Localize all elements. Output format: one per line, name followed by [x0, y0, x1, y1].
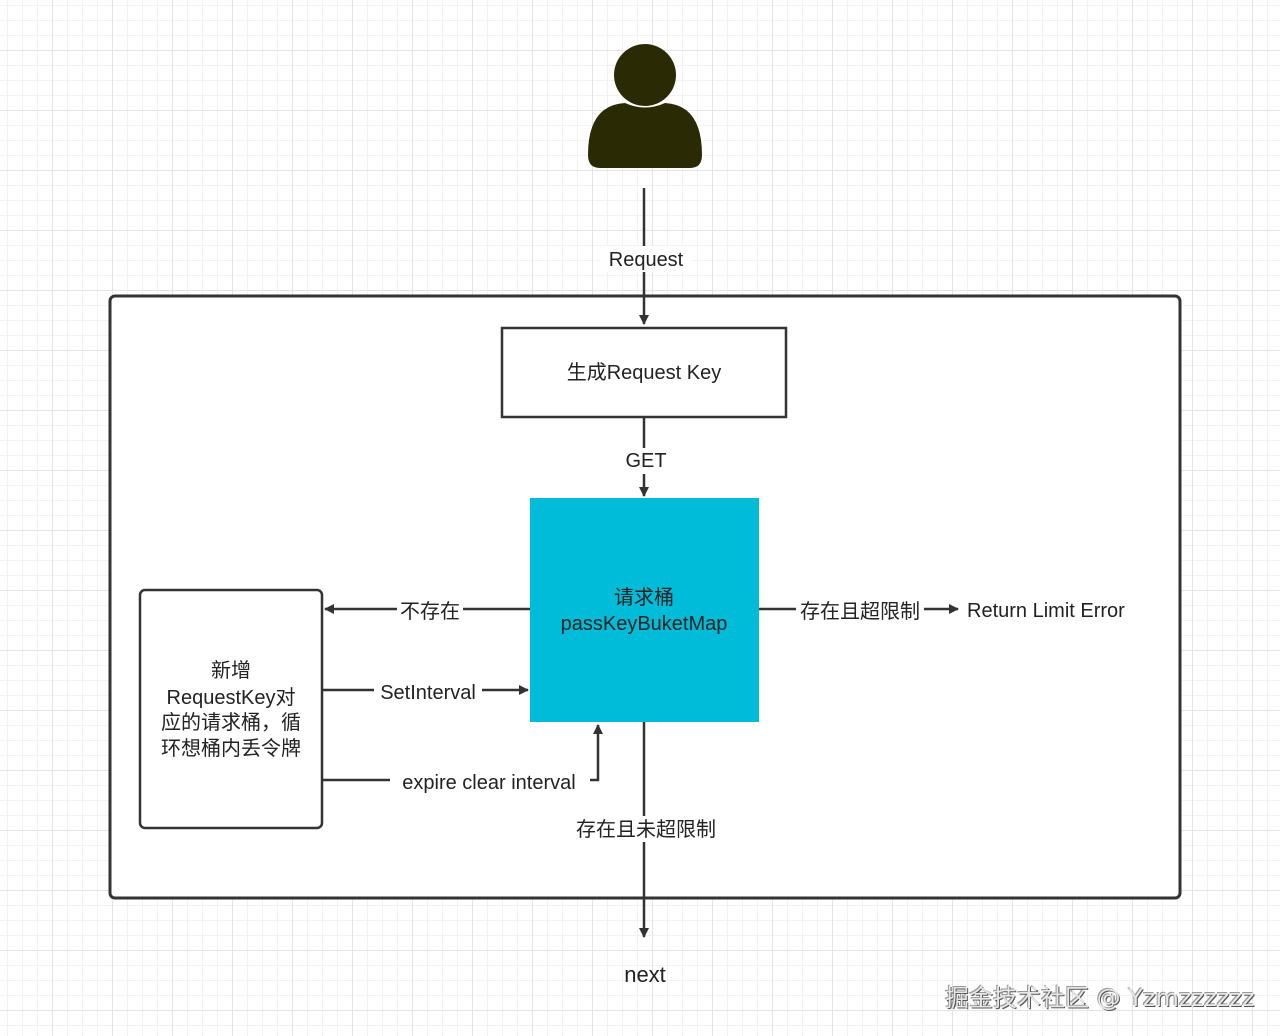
edge-label-get: GET — [625, 450, 666, 472]
watermark: 掘金技术社区 @ Yzmzzzzzz — [945, 984, 1255, 1012]
edge-label-exceed: 存在且超限制 — [800, 600, 920, 623]
node-bucket — [530, 498, 759, 722]
node-generate-key-label: 生成Request Key — [567, 361, 722, 384]
node-new-bucket-line1: 新增 — [211, 659, 251, 682]
node-new-bucket — [138, 588, 324, 830]
edge-label-not-exist: 不存在 — [400, 600, 460, 623]
node-next: next — [624, 962, 666, 987]
edge-label-expire-clear: expire clear interval — [402, 772, 575, 794]
node-new-bucket-line4: 环想桶内丢令牌 — [161, 737, 301, 760]
edge-label-not-exceed: 存在且未超限制 — [576, 818, 716, 841]
node-bucket-line2: passKeyBuketMap — [561, 613, 728, 635]
node-new-bucket-line3: 应的请求桶，循 — [161, 711, 301, 734]
node-generate-key — [500, 326, 788, 419]
node-bucket-line1: 请求桶 — [614, 586, 674, 609]
edge-label-set-interval: SetInterval — [380, 682, 476, 704]
edge-label-request: Request — [609, 249, 684, 271]
user-icon — [588, 44, 702, 168]
node-new-bucket-line2: RequestKey对 — [167, 686, 296, 709]
node-return-error: Return Limit Error — [967, 600, 1125, 622]
